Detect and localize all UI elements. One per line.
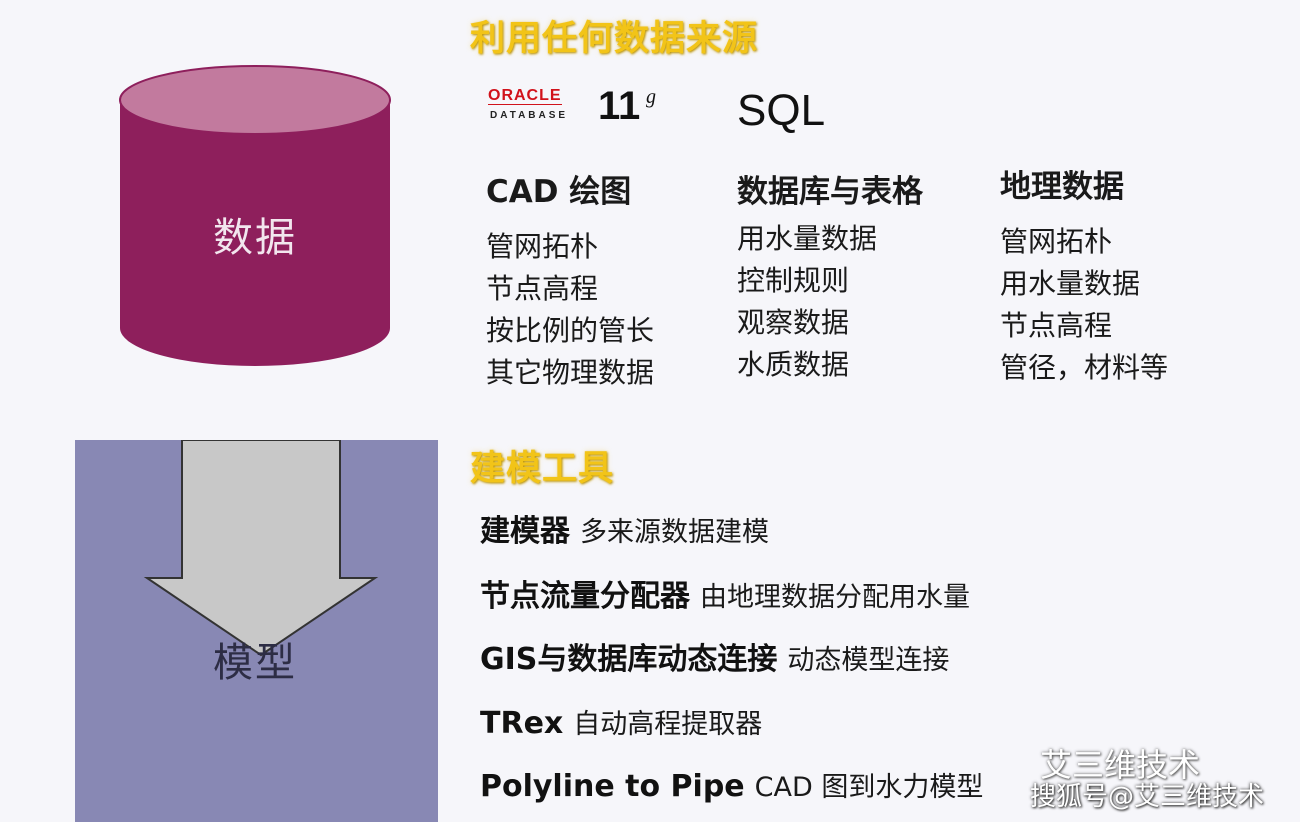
cad-column: CAD 绘图 管网拓朴 节点高程 按比例的管长 其它物理数据: [486, 172, 654, 394]
cylinder-label: 数据: [213, 215, 297, 261]
list-item: 用水量数据: [737, 222, 878, 255]
tool-name: GIS与数据库动态连接: [480, 642, 778, 677]
list-item: 其它物理数据: [486, 356, 655, 389]
tool-row: GIS与数据库动态连接动态模型连接: [480, 638, 949, 686]
tool-row: TRex 自动高程提取器: [480, 702, 762, 750]
tool-description: 多来源数据建模: [580, 517, 769, 548]
tool-row: Polyline to Pipe CAD 图到水力模型: [480, 765, 983, 813]
tool-description: 动态模型连接: [787, 645, 950, 676]
oracle-logo-sub: DATABASE: [490, 110, 569, 121]
list-item: 用水量数据: [1000, 267, 1141, 300]
list-item: 管径，材料等: [1000, 351, 1169, 384]
tool-name: TRex: [480, 706, 564, 741]
sohu-watermark: 搜狐号@艾三维技术: [1030, 782, 1265, 812]
oracle-logo-word: ORACLE: [488, 87, 562, 105]
model-label: 模型: [213, 640, 297, 686]
column-heading: CAD 绘图: [486, 174, 632, 210]
tool-row: 建模器多来源数据建模: [480, 510, 769, 558]
tool-name: Polyline to Pipe: [480, 769, 745, 804]
sql-label: SQL: [737, 86, 826, 135]
list-item: 节点高程: [486, 272, 599, 305]
list-item: 控制规则: [737, 264, 850, 297]
tool-description: 自动高程提取器: [573, 709, 763, 740]
tool-description: 由地理数据分配用水量: [700, 582, 970, 613]
down-arrow-icon: [143, 440, 379, 657]
oracle-logo-version: 11: [598, 84, 641, 128]
oracle-logo: ORACLE DATABASE 11 g: [488, 84, 678, 134]
list-item: 管网拓朴: [1000, 225, 1113, 258]
oracle-logo-suffix: g: [646, 86, 656, 108]
model-panel: [75, 440, 438, 822]
database-cylinder-icon: [119, 65, 391, 366]
tool-row: 节点流量分配器由地理数据分配用水量: [480, 575, 970, 623]
tool-description: CAD 图到水力模型: [754, 772, 984, 803]
geo-data-column: 地理数据 管网拓朴 用水量数据 节点高程 管径，材料等: [1000, 167, 1168, 389]
tool-name: 节点流量分配器: [480, 579, 690, 614]
column-heading: 地理数据: [1000, 169, 1124, 205]
tool-name: 建模器: [480, 514, 570, 549]
list-item: 水质数据: [737, 348, 850, 381]
modeling-tools-heading: 建模工具: [470, 449, 615, 489]
list-item: 管网拓朴: [486, 230, 599, 263]
column-heading: 数据库与表格: [737, 174, 923, 210]
database-column: 数据库与表格 用水量数据 控制规则 观察数据 水质数据: [737, 172, 923, 386]
wechat-watermark: 艾三维技术: [1040, 746, 1201, 784]
data-source-heading: 利用任何数据来源: [470, 19, 759, 59]
list-item: 按比例的管长: [486, 314, 655, 347]
list-item: 节点高程: [1000, 309, 1113, 342]
list-item: 观察数据: [737, 306, 850, 339]
